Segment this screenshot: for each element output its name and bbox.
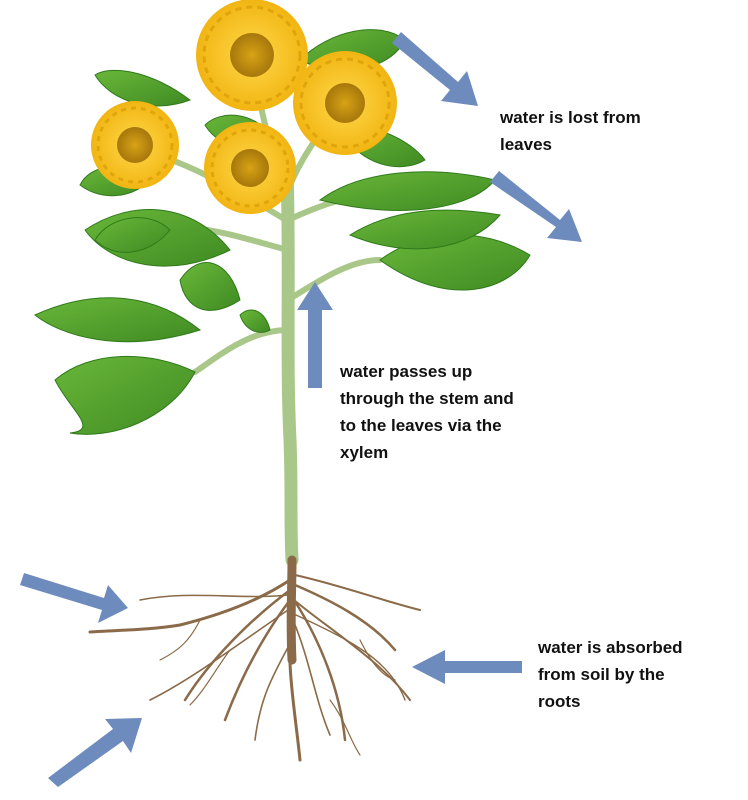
flow-arrow-icon (392, 32, 478, 106)
label-line: through the stem and (340, 389, 514, 408)
leaf-icon (239, 309, 271, 333)
label-line: water passes up (340, 362, 473, 381)
leaf-icon (94, 217, 171, 253)
root-icon (88, 555, 421, 762)
flow-arrow-icon (412, 650, 522, 684)
leaf-icon (54, 355, 196, 435)
leaf-icon (34, 297, 202, 343)
label-water-lost-from-leaves: water is lost from leaves (500, 104, 641, 158)
flow-arrows (20, 32, 582, 787)
flow-arrow-icon (48, 718, 142, 787)
sunflower-icon (204, 122, 296, 214)
label-water-passes-up-stem: water passes up through the stem and to … (340, 358, 514, 466)
label-line: from soil by the (538, 665, 665, 684)
sunflower-icon (196, 0, 308, 111)
flow-arrow-icon (490, 171, 582, 242)
main-stem (280, 163, 299, 567)
label-line: leaves (500, 135, 552, 154)
label-line: to the leaves via the (340, 416, 502, 435)
sunflower-icon (91, 101, 179, 189)
leaf-icon (318, 171, 496, 211)
flow-arrow-icon (20, 573, 128, 623)
label-line: roots (538, 692, 581, 711)
leaf-icon (179, 262, 241, 311)
label-water-absorbed-by-roots: water is absorbed from soil by the roots (538, 634, 683, 715)
sunflower-icon (293, 51, 397, 155)
flow-arrow-icon (297, 282, 333, 388)
label-line: water is absorbed (538, 638, 683, 657)
label-line: xylem (340, 443, 389, 462)
label-line: water is lost from (500, 108, 641, 127)
leaf-icon (348, 209, 501, 250)
leaf-icon (94, 69, 192, 107)
